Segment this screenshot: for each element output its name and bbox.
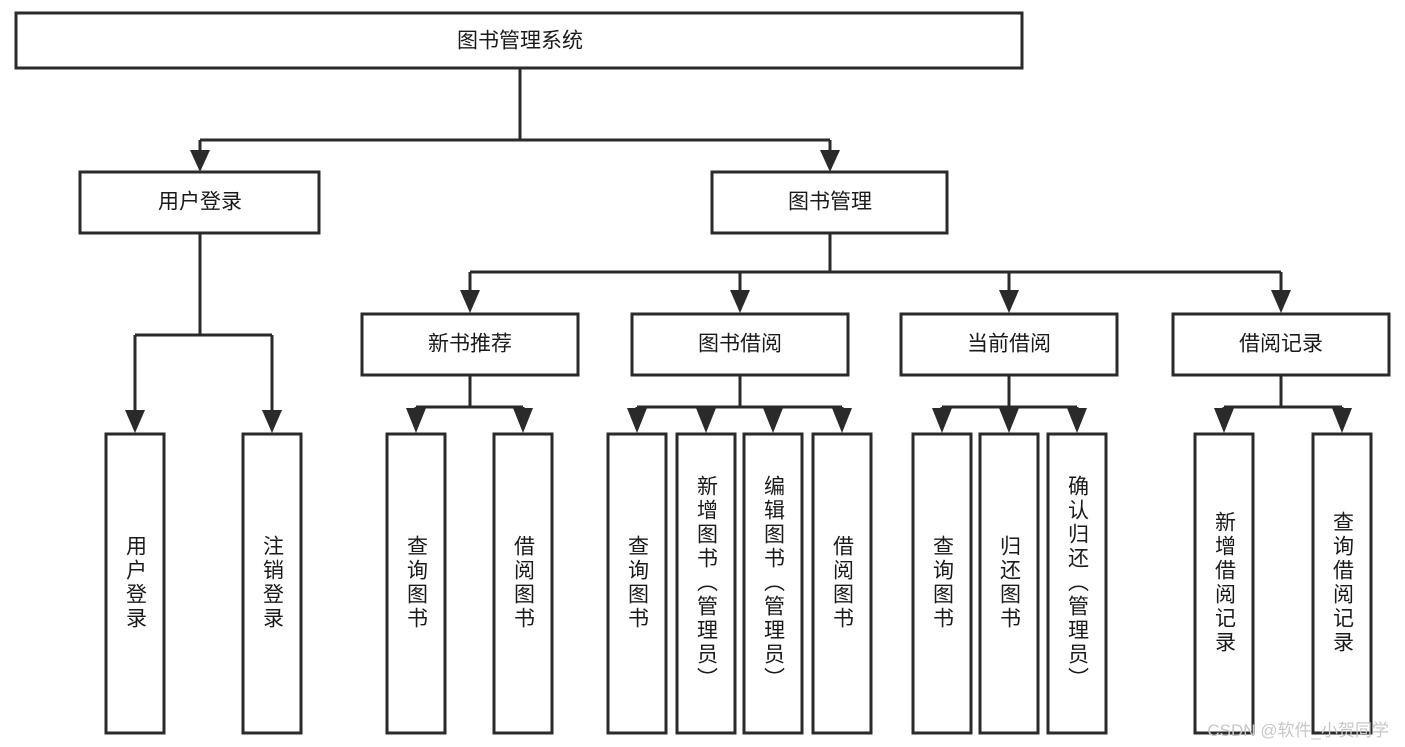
node-label-book-borrow: 图书借阅: [698, 333, 782, 356]
node-box-current-borrow[interactable]: [899, 312, 1119, 377]
leaf-label-borrow-record-query: 查询借阅记录: [1331, 511, 1355, 655]
node-box-new-book-recommend[interactable]: [360, 312, 580, 377]
leaf-box-user-login-logout[interactable]: [241, 432, 303, 735]
leaf-label-new-book-borrow: 借阅图书: [512, 535, 536, 631]
node-new-book-recommend[interactable]: 新书推荐: [360, 312, 580, 377]
leaf-label-book-borrow-add: 新增图书（管理员）: [695, 475, 719, 691]
node-label-borrow-record: 借阅记录: [1239, 333, 1323, 356]
node-box-book-borrow[interactable]: [630, 312, 850, 377]
arrowhead-leaf-user-login: [125, 410, 145, 433]
leaf-book-borrow-borrow[interactable]: 借阅图书: [811, 432, 873, 735]
leaf-box-new-book-query[interactable]: [385, 432, 447, 735]
arrowhead-br-query: [1332, 408, 1352, 433]
node-label-user-login: 用户登录: [158, 191, 242, 214]
node-book-management[interactable]: 图书管理: [710, 170, 949, 235]
leaf-label-current-borrow-return: 归还图书: [998, 535, 1022, 631]
connector-layer: [125, 68, 1352, 433]
leaf-box-book-borrow-query[interactable]: [606, 432, 668, 735]
node-current-borrow[interactable]: 当前借阅: [899, 312, 1119, 377]
leaf-current-borrow-confirm[interactable]: 确认归还（管理员）: [1046, 432, 1108, 735]
leaf-new-book-borrow[interactable]: 借阅图书: [492, 432, 554, 735]
node-box-root[interactable]: [14, 11, 1024, 70]
arrowhead-userlogin: [190, 150, 210, 172]
leaf-box-user-login-login[interactable]: [104, 432, 166, 735]
arrowhead-newbook-borrow: [513, 408, 533, 433]
leaf-label-book-borrow-query: 查询图书: [626, 535, 650, 631]
arrowhead-cb-return: [999, 408, 1019, 433]
leaf-new-book-query[interactable]: 查询图书: [385, 432, 447, 735]
arrowhead-cb-confirm: [1067, 408, 1087, 433]
node-label-current-borrow: 当前借阅: [967, 333, 1051, 356]
arrowhead-bb-add: [696, 408, 716, 433]
arrowhead-br-add: [1214, 408, 1234, 433]
arrowhead-leaf-logout: [262, 410, 282, 433]
leaf-user-login-logout[interactable]: 注销登录: [241, 432, 303, 735]
leaf-box-book-borrow-borrow[interactable]: [811, 432, 873, 735]
node-user-login[interactable]: 用户登录: [78, 170, 321, 235]
arrowhead-cb-query: [932, 408, 952, 433]
leaf-current-borrow-return[interactable]: 归还图书: [978, 432, 1040, 735]
arrowhead-bb-edit: [763, 408, 783, 433]
leaf-user-login-login[interactable]: 用户登录: [104, 432, 166, 735]
leaf-box-borrow-record-query[interactable]: [1311, 432, 1373, 735]
leaf-label-user-login-logout: 注销登录: [261, 535, 285, 631]
leaf-book-borrow-edit[interactable]: 编辑图书（管理员）: [742, 432, 804, 735]
node-label-new-book-recommend: 新书推荐: [428, 333, 512, 356]
node-box-borrow-record[interactable]: [1171, 312, 1391, 377]
leaf-box-book-borrow-edit[interactable]: [742, 432, 804, 735]
node-borrow-record[interactable]: 借阅记录: [1171, 312, 1391, 377]
node-box-user-login[interactable]: [78, 170, 321, 235]
arrowhead-bookmgmt: [820, 150, 840, 172]
arrowhead-bb-borrow: [832, 408, 852, 433]
leaf-box-borrow-record-add[interactable]: [1193, 432, 1255, 735]
csdn-watermark: CSDN @软件_小贺同学: [1207, 721, 1389, 740]
node-label-book-management: 图书管理: [788, 191, 872, 214]
node-label-root: 图书管理系统: [457, 30, 583, 53]
node-box-book-management[interactable]: [710, 170, 949, 235]
arrowhead-newbook: [460, 290, 480, 313]
arrowhead-borrowrecord: [1271, 290, 1291, 313]
leaf-box-current-borrow-query[interactable]: [911, 432, 973, 735]
node-book-borrow[interactable]: 图书借阅: [630, 312, 850, 377]
leaf-borrow-record-query[interactable]: 查询借阅记录: [1311, 432, 1373, 735]
leaf-label-current-borrow-confirm: 确认归还（管理员）: [1066, 475, 1090, 691]
leaf-borrow-record-add[interactable]: 新增借阅记录: [1193, 432, 1255, 735]
leaf-box-current-borrow-return[interactable]: [978, 432, 1040, 735]
leaf-label-borrow-record-add: 新增借阅记录: [1213, 511, 1237, 655]
leaf-label-current-borrow-query: 查询图书: [931, 535, 955, 631]
leaf-current-borrow-query[interactable]: 查询图书: [911, 432, 973, 735]
leaf-label-user-login-login: 用户登录: [124, 535, 148, 631]
leaf-book-borrow-add[interactable]: 新增图书（管理员）: [675, 432, 737, 735]
arrowhead-bookborrow: [730, 290, 750, 313]
arrowhead-bb-query: [627, 408, 647, 433]
leaf-label-book-borrow-edit: 编辑图书（管理员）: [762, 475, 786, 691]
leaf-box-new-book-borrow[interactable]: [492, 432, 554, 735]
arrowhead-newbook-query: [406, 408, 426, 433]
leaf-book-borrow-query[interactable]: 查询图书: [606, 432, 668, 735]
leaf-label-new-book-query: 查询图书: [405, 535, 429, 631]
leaf-box-current-borrow-confirm[interactable]: [1046, 432, 1108, 735]
arrowhead-currentborrow: [999, 290, 1019, 313]
leaf-box-book-borrow-add[interactable]: [675, 432, 737, 735]
node-root-system[interactable]: 图书管理系统: [14, 11, 1024, 70]
leaf-label-book-borrow-borrow: 借阅图书: [831, 535, 855, 631]
